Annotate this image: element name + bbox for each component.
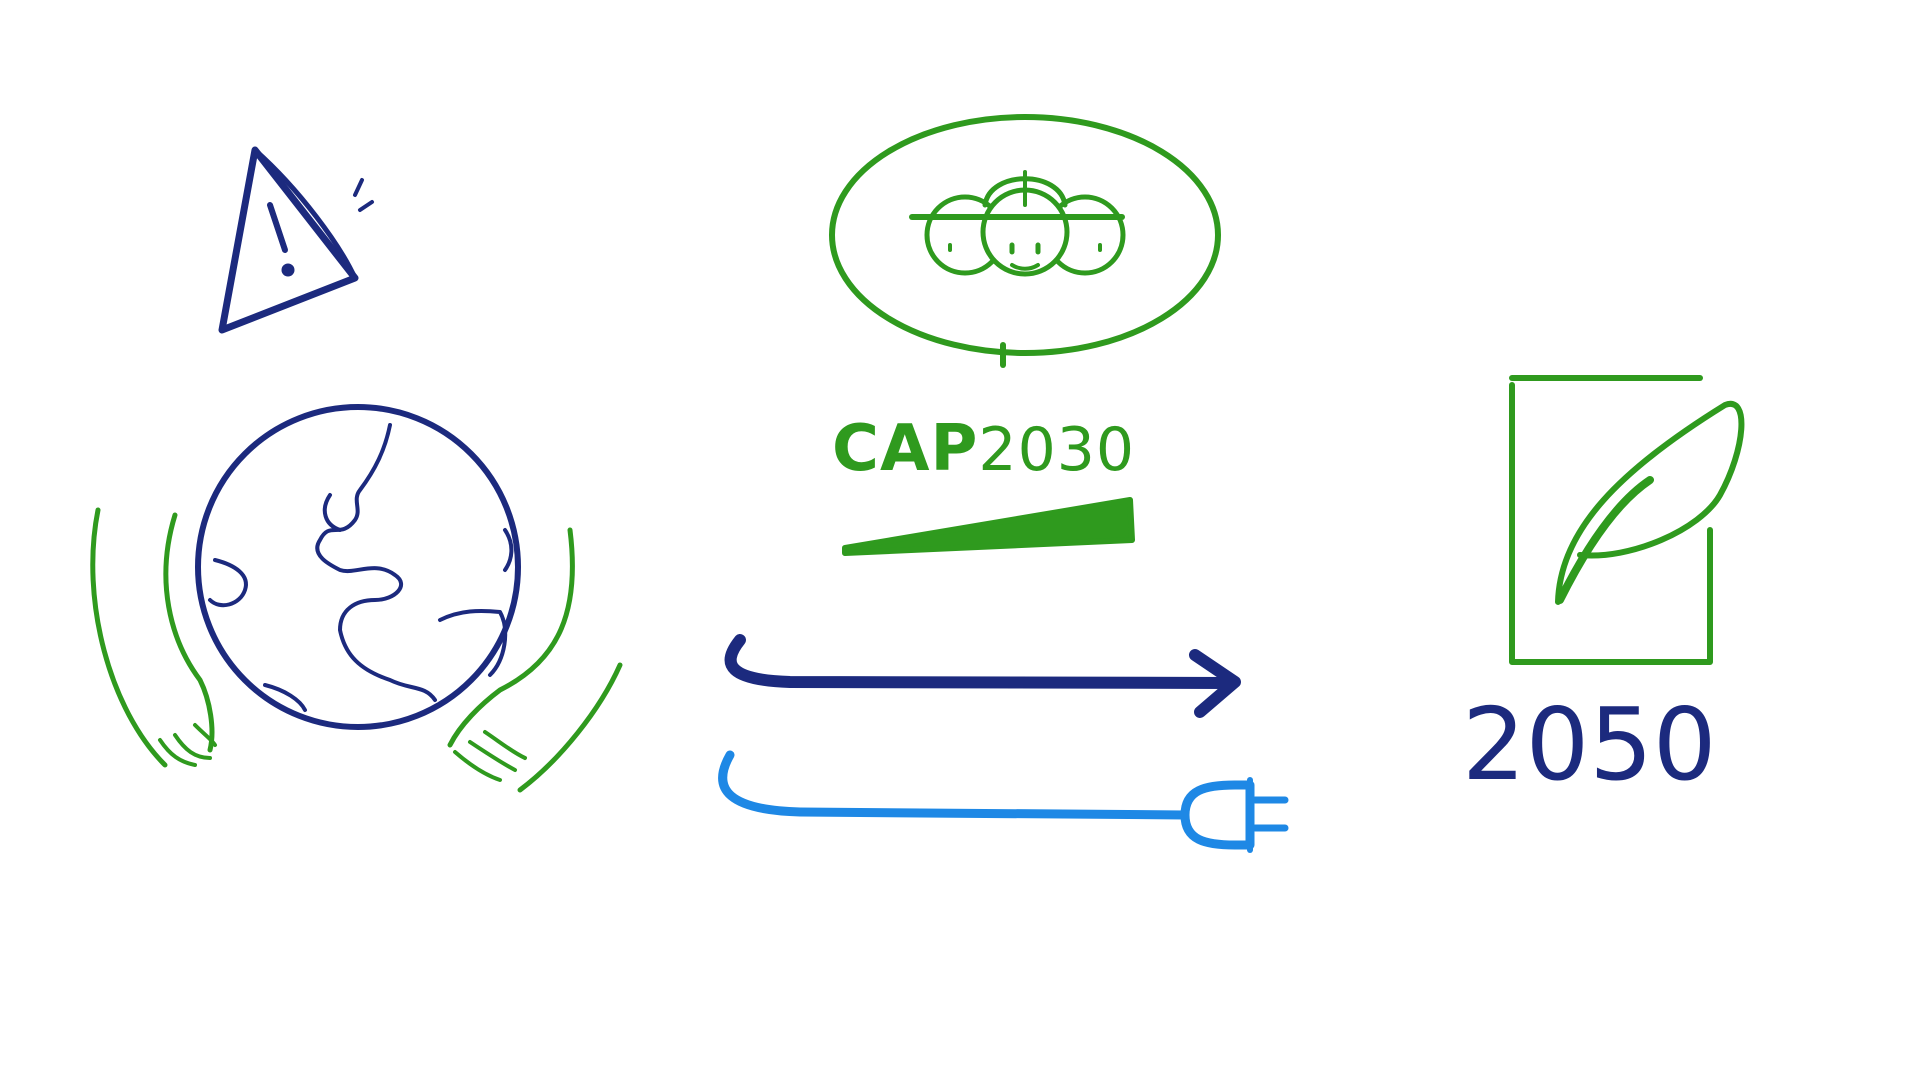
- cap-year: 2030: [978, 415, 1136, 485]
- warning-icon: [218, 146, 374, 334]
- electric-plug-icon: [718, 750, 1289, 853]
- progress-wedge-icon: [842, 497, 1135, 556]
- cap-prefix: CAP: [832, 412, 979, 486]
- farmers-speech-bubble-icon: [829, 114, 1221, 368]
- target-year-label: 2050: [1462, 686, 1717, 803]
- arrow-right-icon: [724, 634, 1241, 718]
- cap-2030-label: CAP2030: [832, 412, 1135, 486]
- globe-in-hands-icon: [90, 404, 623, 793]
- leaf-document-icon: [1509, 375, 1745, 665]
